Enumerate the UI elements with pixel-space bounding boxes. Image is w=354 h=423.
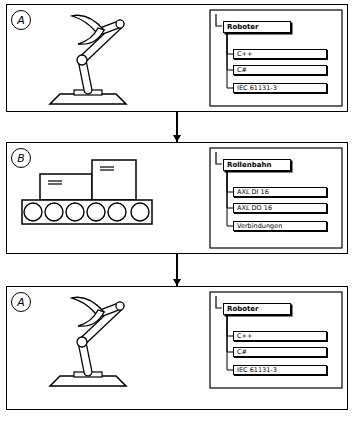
tree-connector [227, 33, 233, 88]
tree-item-label: AXL DO 16 [237, 204, 272, 212]
step-letter: A [11, 292, 31, 312]
arrow-head [173, 135, 181, 142]
tree-item-label: Verbindungen [237, 222, 282, 230]
tree-frame [210, 148, 342, 248]
connector-line [176, 112, 178, 142]
tree-item-label: C# [237, 348, 247, 356]
package-box [40, 174, 92, 200]
flow-arrow [173, 112, 181, 142]
tree-root-box: Roboter [223, 21, 291, 33]
step-panel: A RoboterC++ C# IEC 61131-3 [6, 286, 348, 410]
tree-item-label: IEC 61131-3 [237, 84, 277, 92]
tree-root-box: Roboter [223, 303, 291, 315]
robot-illustration [50, 15, 126, 104]
tree-item-box: Verbindungen [233, 221, 327, 231]
conveyor-belt [22, 200, 152, 224]
conveyor-illustration [22, 160, 152, 224]
tree-frame [210, 292, 342, 388]
tree-item-label: C++ [237, 332, 252, 340]
tree-item-box: IEC 61131-3 [233, 83, 327, 93]
tree-item-box: C# [233, 65, 327, 75]
tree-item-box: C++ [233, 49, 327, 59]
tree-bracket [216, 14, 222, 26]
connector-line [227, 33, 233, 88]
step-panel: B RollenbahnAXL DI 16 AXL DO 16 Verbindunge… [6, 142, 348, 254]
tree-connector [227, 171, 233, 226]
tree-item-box: C++ [233, 331, 327, 341]
flow-arrow [173, 254, 181, 286]
connector-line [176, 254, 178, 286]
package-box [92, 160, 136, 200]
connector-line [227, 315, 233, 370]
tree-item-box: IEC 61131-3 [233, 365, 327, 375]
step-panel: A RoboterC++ C# IEC 61131-3 [6, 4, 348, 112]
tree-item-label: C++ [237, 50, 252, 58]
tree-item-box: AXL DO 16 [233, 203, 327, 213]
tree-frame [210, 10, 342, 106]
tree-item-label: C# [237, 66, 247, 74]
tree-item-label: AXL DI 16 [237, 188, 269, 196]
tree-bracket [216, 152, 222, 164]
tree-bracket [216, 296, 222, 308]
tree-root-box: Rollenbahn [223, 159, 291, 171]
step-letter: B [11, 148, 31, 168]
tree-root-label: Roboter [227, 305, 259, 313]
tree-connector [227, 315, 233, 370]
tree-root-label: Roboter [227, 23, 259, 31]
tree-root-label: Rollenbahn [227, 161, 271, 169]
tree-item-label: IEC 61131-3 [237, 366, 277, 374]
connector-line [227, 171, 233, 226]
robot-illustration [50, 297, 126, 386]
tree-item-box: C# [233, 347, 327, 357]
arrow-head [173, 279, 181, 286]
tree-item-box: AXL DI 16 [233, 187, 327, 197]
step-letter: A [11, 10, 31, 30]
